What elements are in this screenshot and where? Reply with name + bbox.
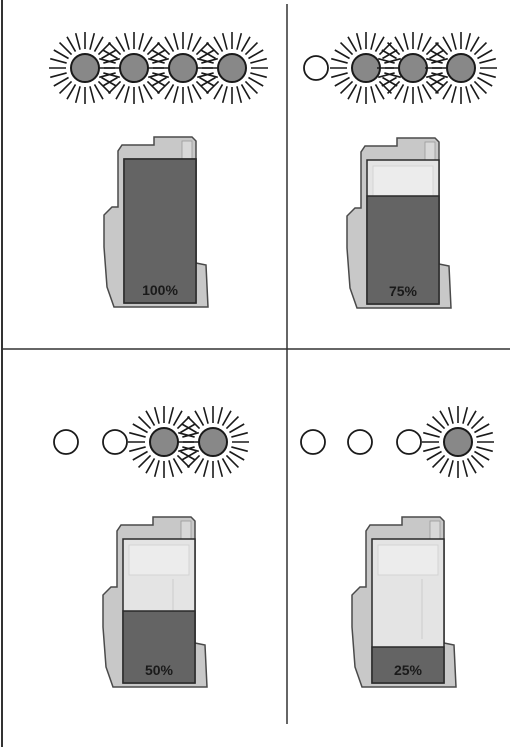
charge-percent-label: 25% bbox=[394, 662, 423, 678]
charge-panel-4: 25% bbox=[301, 406, 494, 687]
led-lit-icon bbox=[196, 32, 268, 104]
led-lit-icon bbox=[425, 32, 497, 104]
charge-percent-label: 50% bbox=[145, 662, 174, 678]
battery-icon: 50% bbox=[103, 517, 207, 687]
led-indicator-row bbox=[54, 406, 249, 478]
led-indicator-row bbox=[304, 32, 497, 104]
battery-icon: 75% bbox=[347, 138, 451, 308]
led-off-icon bbox=[54, 430, 78, 454]
battery-icon: 25% bbox=[352, 517, 456, 687]
led-indicator-row bbox=[49, 32, 268, 104]
led-lit-icon bbox=[177, 406, 249, 478]
led-off-icon bbox=[103, 430, 127, 454]
charge-panel-3: 50% bbox=[54, 406, 249, 687]
battery-icon: 100% bbox=[104, 137, 208, 307]
led-off-icon bbox=[348, 430, 372, 454]
charge-percent-label: 100% bbox=[142, 282, 178, 298]
led-off-icon bbox=[304, 56, 328, 80]
led-indicator-row bbox=[301, 406, 494, 478]
charge-panel-2: 75% bbox=[304, 32, 497, 308]
led-off-icon bbox=[301, 430, 325, 454]
charge-percent-label: 75% bbox=[389, 283, 418, 299]
led-off-icon bbox=[397, 430, 421, 454]
charge-panel-1: 100% bbox=[49, 32, 268, 307]
led-lit-icon bbox=[422, 406, 494, 478]
